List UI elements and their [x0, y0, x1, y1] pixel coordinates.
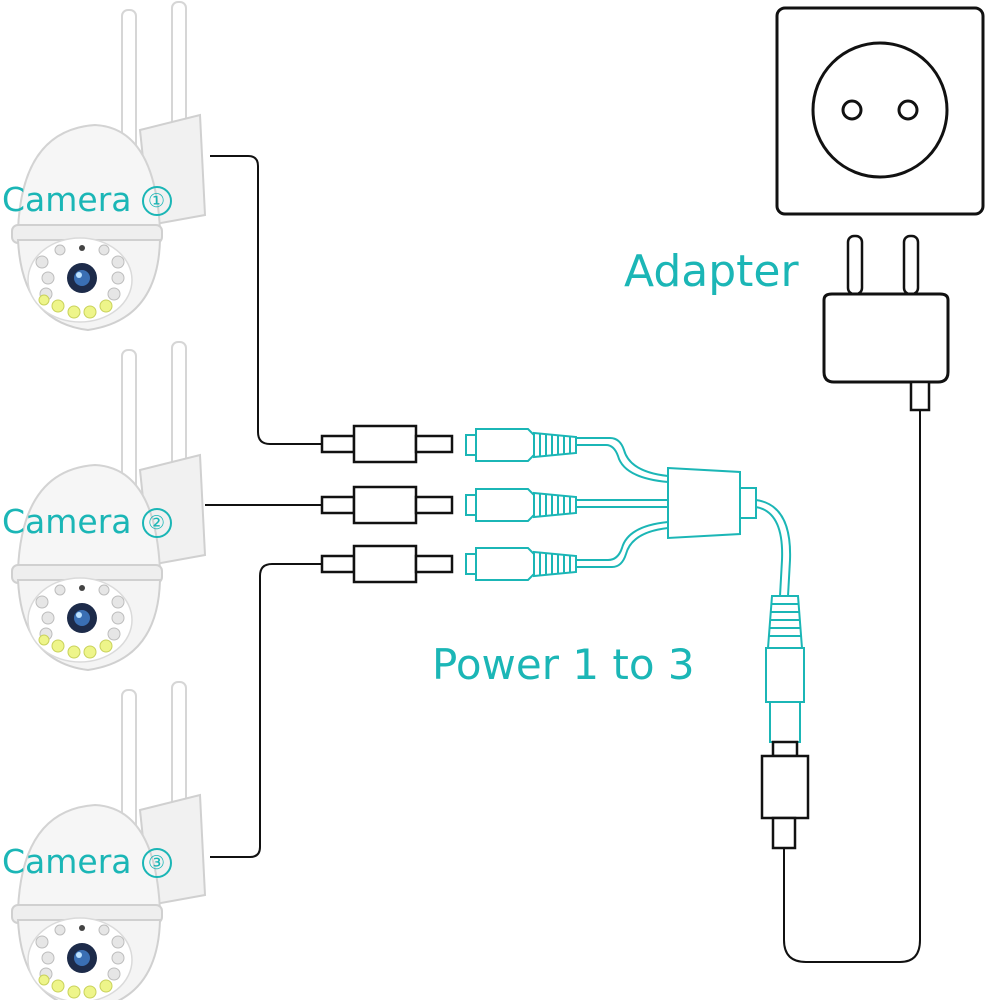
camera-2-text: Camera: [2, 502, 132, 541]
camera-plug-2: [320, 485, 454, 525]
adapter-label: Adapter: [624, 246, 799, 297]
splitter-plug-2: [465, 488, 577, 522]
camera-1-text: Camera: [2, 180, 132, 219]
camera-3-illustration: [11, 681, 206, 1000]
camera-2-label: Camera ②: [2, 502, 172, 541]
splitter-tail-cable: [755, 499, 792, 597]
camera-plug-1: [320, 424, 454, 464]
splitter-cables: [576, 437, 669, 568]
splitter-plug-1: [465, 428, 577, 462]
power-adapter: [822, 234, 950, 412]
camera-1-number: ①: [141, 186, 172, 216]
camera-cables: [205, 155, 322, 858]
wall-outlet: [775, 6, 985, 216]
camera-1-cable: [210, 155, 322, 445]
splitter-input-plug: [765, 595, 805, 743]
camera-3-number: ③: [141, 848, 172, 878]
camera-plug-3: [320, 544, 454, 584]
camera-1-illustration: [11, 1, 206, 331]
splitter-plug-3: [465, 547, 577, 581]
camera-1-label: Camera ①: [2, 180, 172, 219]
adapter-cable: [783, 410, 921, 963]
splitter-label: Power 1 to 3: [432, 640, 695, 689]
camera-2-number: ②: [141, 508, 172, 538]
camera-3-text: Camera: [2, 842, 132, 881]
camera-3-cable: [210, 563, 322, 858]
splitter-junction: [667, 466, 757, 540]
adapter-output-plug: [760, 740, 810, 850]
camera-3-label: Camera ③: [2, 842, 172, 881]
